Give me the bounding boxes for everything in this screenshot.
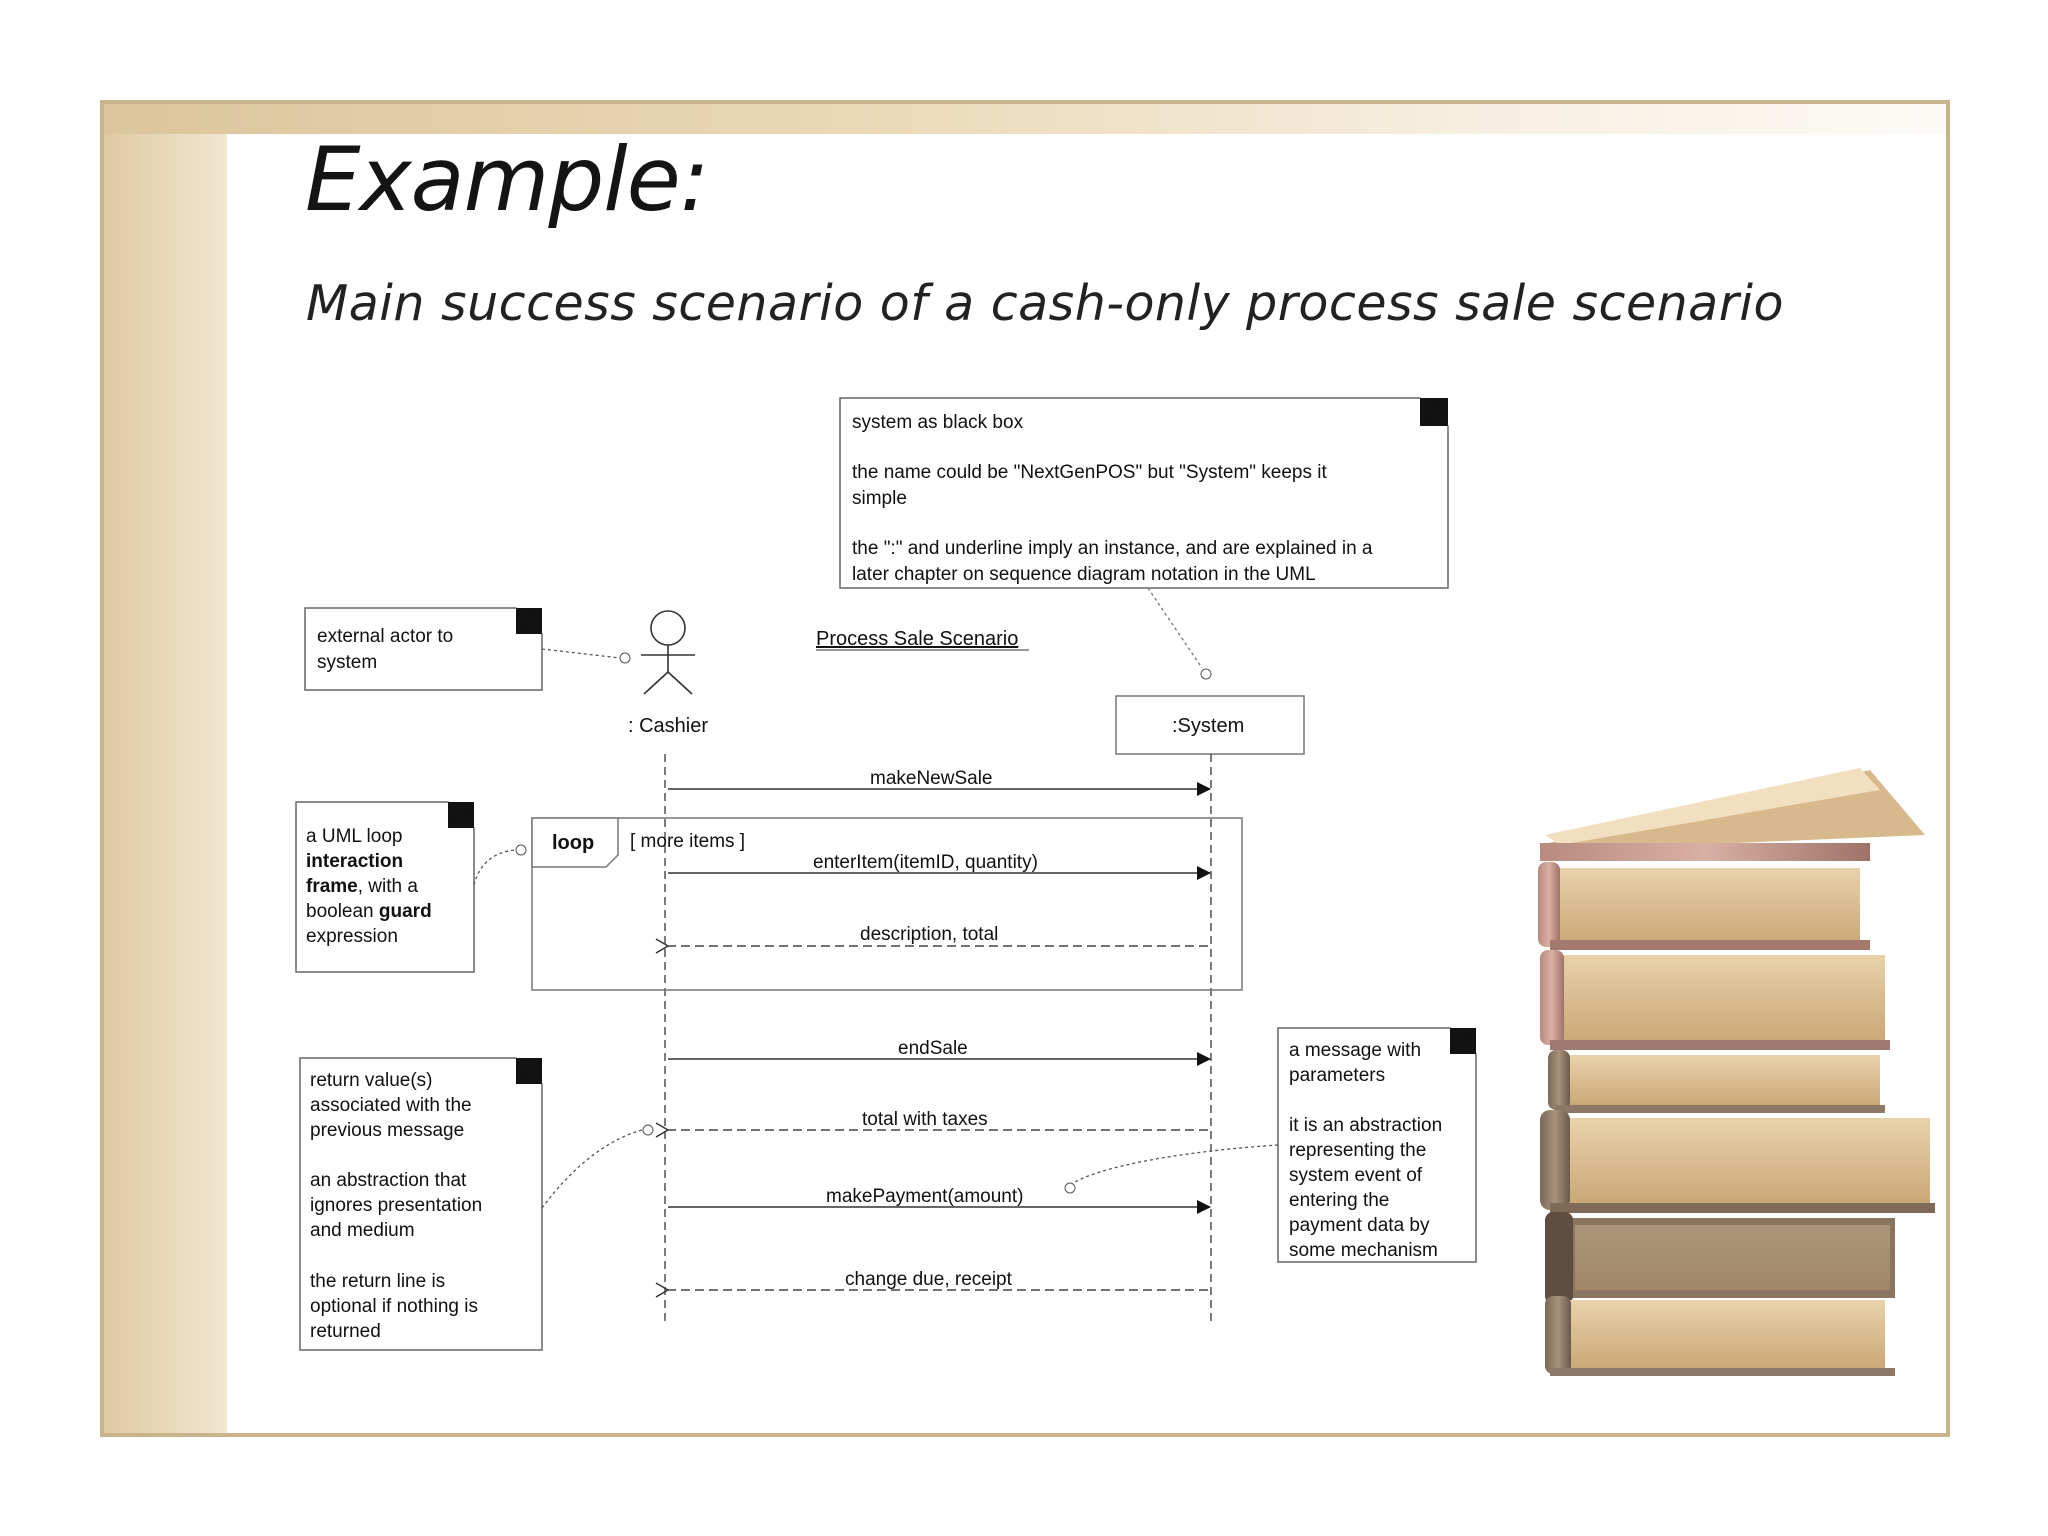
note-black-box-line-2: the name could be "NextGenPOS" but "Syst… — [852, 462, 1327, 483]
note-actor-line-1: external actor to — [317, 626, 453, 647]
note-loop-line-4: boolean guard — [306, 901, 432, 922]
note-params-line-8: some mechanism — [1289, 1240, 1438, 1261]
note-loop-line-2: interaction — [306, 851, 403, 872]
connector-actor — [541, 648, 621, 659]
note-params-line-7: payment data by — [1289, 1215, 1430, 1236]
message-label-enter-item: enterItem(itemID, quantity) — [813, 852, 1038, 873]
note-loop-frame: a UML loop interaction frame, with a boo… — [295, 801, 475, 973]
loop-guard: [ more items ] — [630, 831, 745, 852]
connector-end-loop — [515, 844, 527, 856]
note-loop-with-a: , with a — [358, 876, 419, 897]
connector-end-params — [1064, 1182, 1076, 1194]
connector-end-actor — [619, 652, 631, 664]
note-return-line-1: return value(s) — [310, 1070, 433, 1091]
message-label-total-with-taxes: total with taxes — [862, 1109, 988, 1130]
note-return-line-3: previous message — [310, 1120, 464, 1141]
note-external-actor: external actor to system — [304, 607, 543, 691]
note-message-parameters: a message with parameters it is an abstr… — [1277, 1027, 1477, 1263]
note-params-line-6: entering the — [1289, 1190, 1389, 1211]
note-params-line-1: a message with — [1289, 1040, 1421, 1061]
note-loop-bold-frame: frame — [306, 876, 358, 897]
loop-frame-tab — [531, 817, 619, 868]
note-black-box-line-3: simple — [852, 488, 907, 509]
note-return-line-7: the return line is — [310, 1271, 445, 1292]
connector-loop-note — [473, 849, 516, 886]
note-return-line-8: optional if nothing is — [310, 1296, 478, 1317]
note-loop-line-5: expression — [306, 926, 398, 947]
note-black-box-line-1: system as black box — [852, 412, 1024, 433]
slide-title: Example: — [305, 128, 709, 231]
note-params-line-4: representing the — [1289, 1140, 1426, 1161]
loop-frame — [531, 817, 1243, 991]
connector-end-return — [642, 1124, 654, 1136]
message-label-change-due: change due, receipt — [845, 1269, 1013, 1290]
connector-end-black-box — [1200, 668, 1212, 680]
note-params-line-2: parameters — [1289, 1065, 1385, 1086]
note-system-black-box: system as black box the name could be "N… — [839, 397, 1449, 589]
cashier-lifeline-label: : Cashier — [628, 715, 708, 737]
note-return-value: return value(s) associated with the prev… — [299, 1057, 543, 1351]
slide-subtitle: Main success scenario of a cash-only pro… — [306, 275, 1784, 332]
system-lifeline-box — [1115, 695, 1305, 755]
note-actor-line-2: system — [317, 652, 377, 673]
note-loop-bold-guard: guard — [379, 901, 432, 922]
note-return-line-2: associated with the — [310, 1095, 472, 1116]
cashier-actor-icon — [641, 610, 695, 695]
scenario-title: Process Sale Scenario — [816, 628, 1018, 650]
loop-keyword: loop — [552, 832, 594, 854]
connector-black-box — [1147, 587, 1203, 669]
decorative-top-band — [104, 104, 1946, 134]
note-loop-boolean: boolean — [306, 901, 379, 922]
message-label-make-new-sale: makeNewSale — [870, 768, 993, 789]
message-label-description-total: description, total — [860, 924, 998, 945]
connector-return-note — [541, 1129, 643, 1209]
message-label-end-sale: endSale — [898, 1038, 968, 1059]
note-return-line-4: an abstraction that — [310, 1170, 467, 1191]
note-return-line-6: and medium — [310, 1220, 415, 1241]
system-lifeline-label: :System — [1172, 715, 1244, 737]
note-return-line-9: returned — [310, 1321, 381, 1342]
connector-params-note — [1074, 1144, 1279, 1183]
note-loop-line-3: frame, with a — [306, 876, 418, 897]
message-label-make-payment: makePayment(amount) — [826, 1186, 1023, 1207]
note-params-line-5: system event of — [1289, 1165, 1423, 1186]
note-params-line-3: it is an abstraction — [1289, 1115, 1442, 1136]
note-black-box-line-5: later chapter on sequence diagram notati… — [852, 564, 1316, 585]
note-black-box-line-4: the ":" and underline imply an instance,… — [852, 538, 1373, 559]
note-return-line-5: ignores presentation — [310, 1195, 482, 1216]
note-loop-line-1: a UML loop — [306, 826, 402, 847]
